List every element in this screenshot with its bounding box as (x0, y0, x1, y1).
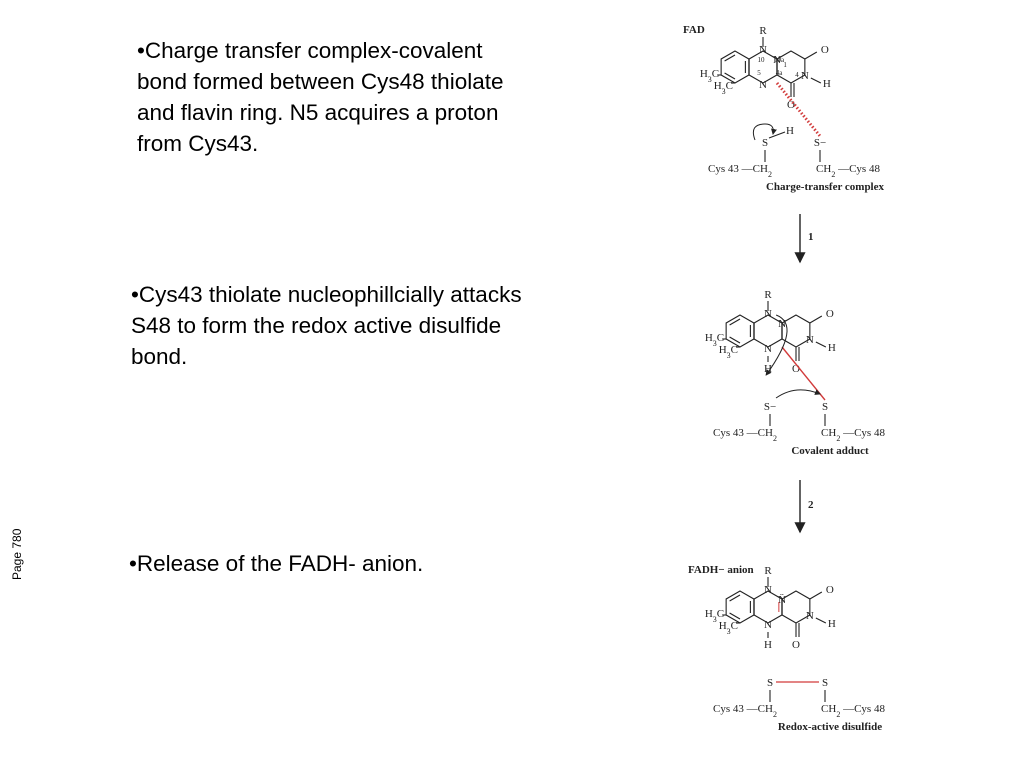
methyl-label: H3C (705, 608, 724, 624)
methyl-label: H3C (700, 68, 719, 84)
n3-label: N (801, 70, 809, 82)
s48-label: S (822, 401, 828, 413)
step-label: 2 (808, 499, 814, 511)
h5-label: H (764, 639, 772, 651)
ring-1 (720, 50, 750, 84)
s48-label: S− (814, 137, 826, 149)
step-label: 1 (808, 231, 814, 243)
bullet-line: •Release of the FADH- anion. (129, 551, 424, 576)
s43-label: S (767, 677, 773, 689)
step-arrow-2: 2 (794, 480, 814, 534)
n1-label: N (778, 318, 786, 330)
bullet-line: S48 to form the redox active disulfide (131, 313, 502, 338)
methyl-label: H3C (705, 332, 724, 348)
n1-label: N (773, 54, 781, 66)
n5-label: N (764, 343, 772, 355)
n3-label: N (806, 610, 814, 622)
bullet-line: •Cys43 thiolate nucleophillcially attack… (131, 282, 522, 307)
n10-label: N (764, 584, 772, 596)
n10-label: N (759, 44, 767, 56)
bullet-charge-transfer: •Charge transfer complex-covalent bond f… (137, 35, 503, 159)
bullet-nucleophilic-attack: •Cys43 thiolate nucleophillcially attack… (131, 279, 522, 372)
atom-number: 10a (774, 56, 785, 64)
structure-caption: Redox-active disulfide (778, 721, 882, 733)
n3-label: N (806, 334, 814, 346)
h5-label: H (764, 363, 772, 375)
n5-label: N (764, 619, 772, 631)
bullet-line: bond formed between Cys48 thiolate (137, 69, 504, 94)
bullet-release-fadh: •Release of the FADH- anion. (129, 548, 423, 579)
step-arrow-1: 1 (794, 214, 814, 264)
h3-label: H (823, 78, 831, 90)
r-group-label: R (764, 565, 772, 577)
bullet-line: and flavin ring. N5 acquires a proton (137, 100, 499, 125)
o2-label: O (821, 44, 829, 56)
methyl-label: H3C (719, 344, 738, 360)
atom-number: 10 (758, 56, 766, 64)
n10-label: N (764, 308, 772, 320)
ring-1 (725, 590, 755, 624)
o4-label: O (787, 99, 795, 111)
ring-1 (725, 314, 755, 348)
cys43-label: Cys 43 —CH2 (713, 427, 777, 443)
o4-label: O (792, 639, 800, 651)
o2-label: O (826, 308, 834, 320)
methyl-label: H3C (714, 80, 733, 96)
cys43-label: Cys 43 —CH2 (708, 163, 772, 179)
structure-header: FAD (683, 24, 705, 36)
bullet-line: bond. (131, 344, 188, 369)
structure-header: FADH− anion (688, 564, 754, 576)
methyl-label: H3C (719, 620, 738, 636)
n5-label: N (759, 79, 767, 91)
s43-label: S (762, 137, 768, 149)
cys48-label: CH2 —Cys 48 (816, 163, 880, 179)
atom-number: 5 (757, 69, 761, 77)
o2-label: O (826, 584, 834, 596)
h3-label: H (828, 618, 836, 630)
s48-label: S (822, 677, 828, 689)
cys48-label: CH2 —Cys 48 (821, 703, 885, 719)
atom-number: 4a (776, 69, 784, 77)
atom-number: 1 (783, 61, 787, 69)
o4-label: O (792, 363, 800, 375)
cys43-label: Cys 43 —CH2 (713, 703, 777, 719)
s43-label: S− (764, 401, 776, 413)
h3-label: H (828, 342, 836, 354)
cys48-label: CH2 —Cys 48 (821, 427, 885, 443)
h43-label: H (786, 125, 794, 137)
r-group-label: R (764, 289, 772, 301)
structure-caption: Charge-transfer complex (766, 181, 885, 193)
bullet-line: •Charge transfer complex-covalent (137, 38, 483, 63)
structure-caption: Covalent adduct (791, 445, 869, 457)
atom-number: 4 (795, 71, 799, 79)
n1-label: N̈ (778, 594, 786, 606)
bullet-line: from Cys43. (137, 131, 259, 156)
r-group-label: R (759, 25, 767, 37)
